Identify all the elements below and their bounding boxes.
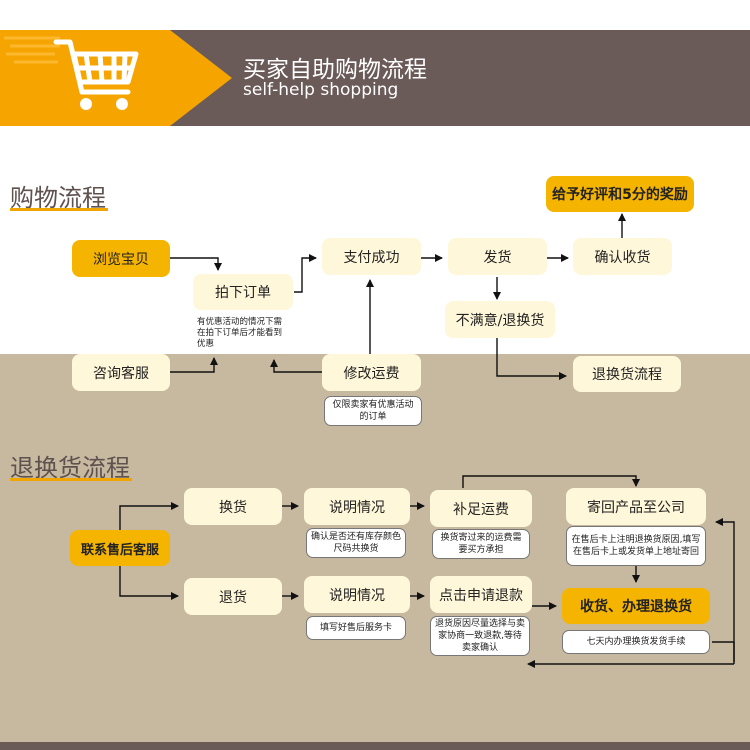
- modify-fee-box: 修改运费: [322, 354, 421, 391]
- refund-box: 退货: [184, 578, 282, 615]
- browse-box: 浏览宝贝: [72, 240, 170, 277]
- order-note: 有优惠活动的情况下需在拍下订单后才能看到优惠: [193, 312, 293, 354]
- consult-box: 咨询客服: [72, 354, 170, 391]
- return-process-box: 退换货流程: [573, 356, 681, 392]
- header-title: 买家自助购物流程: [243, 57, 427, 83]
- receive-process-box: 收货、办理退换货: [562, 588, 710, 624]
- pay-success-box: 支付成功: [322, 238, 421, 275]
- top-up-fee-box: 补足运费: [430, 490, 532, 527]
- review-reward-box: 给予好评和5分的奖励: [546, 176, 694, 212]
- modify-fee-note: 仅限卖家有优惠活动的订单: [324, 396, 422, 426]
- explain-exchange-note: 确认是否还有库存颜色尺码共换货: [306, 528, 406, 558]
- send-back-note: 在售后卡上注明退换货原因,填写在售后卡上或发货单上地址寄回: [566, 526, 706, 566]
- apply-refund-note: 退货原因尽量选择与卖家协商一致退款,等待卖家确认: [430, 616, 530, 656]
- top-up-fee-note: 换货寄过来的运费需要买方承担: [432, 529, 530, 559]
- shopping-title-underline: [10, 208, 108, 211]
- contact-service-box: 联系售后客服: [70, 530, 170, 566]
- explain-exchange-box: 说明情况: [304, 488, 410, 525]
- shopping-cart-icon: [53, 39, 139, 110]
- returns-section-title: 退换货流程: [10, 454, 130, 482]
- header-subtitle: self-help shopping: [243, 80, 399, 100]
- exchange-box: 换货: [184, 488, 282, 525]
- ship-box: 发货: [448, 238, 547, 275]
- receive-process-note: 七天内办理换货发货手续: [562, 630, 710, 654]
- explain-refund-box: 说明情况: [304, 576, 410, 613]
- apply-refund-box: 点击申请退款: [430, 576, 532, 613]
- order-box: 拍下订单: [193, 274, 293, 310]
- confirm-receipt-box: 确认收货: [573, 238, 672, 275]
- send-back-box: 寄回产品至公司: [566, 488, 706, 525]
- footer-strip: [0, 742, 750, 750]
- shopping-section-title: 购物流程: [10, 184, 106, 212]
- unsatisfied-box: 不满意/退换货: [445, 301, 555, 338]
- explain-refund-note: 填写好售后服务卡: [306, 616, 406, 640]
- returns-title-underline: [10, 478, 132, 481]
